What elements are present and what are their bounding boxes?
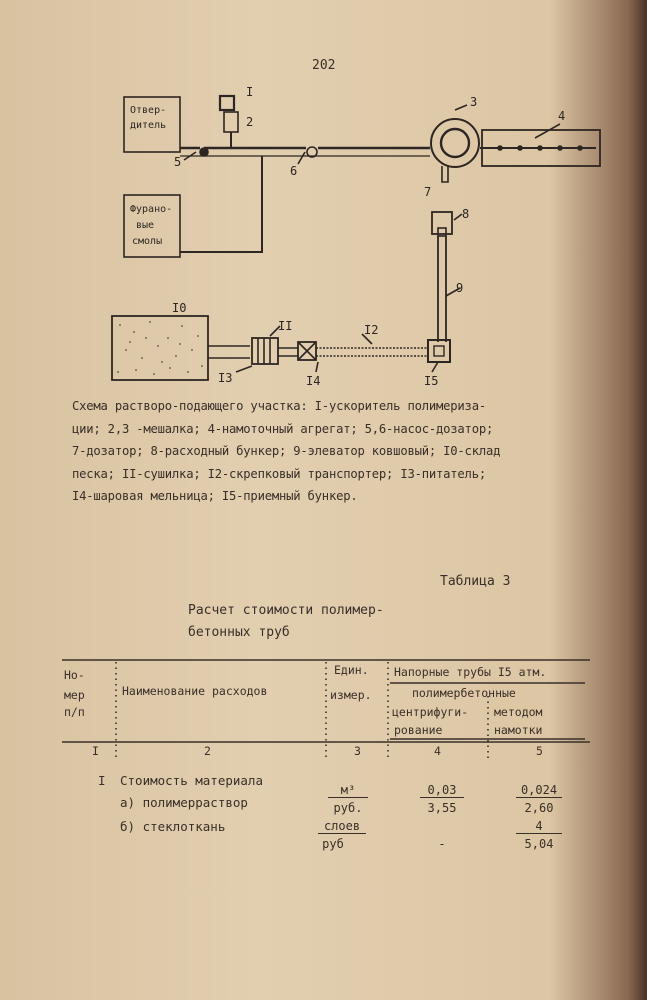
header-unit-2: измер. (330, 688, 372, 702)
resin-label-3: смолы (132, 236, 162, 247)
dryer-11 (251, 337, 279, 365)
hardener-box (123, 96, 181, 153)
sand-texture (117, 321, 203, 375)
resin-box (123, 194, 181, 258)
col-number-4: 4 (434, 744, 441, 758)
accelerator-1 (218, 94, 236, 112)
label-1: I (246, 85, 253, 99)
label-4: 4 (558, 109, 565, 123)
header-name: Наименование расходов (122, 684, 268, 698)
label-8: 8 (462, 207, 469, 221)
caption-line: песка; II-сушилка; I2-скрепковый транспо… (72, 466, 486, 481)
label-3: 3 (470, 95, 477, 109)
b-winding-bottom: 5,04 (524, 837, 554, 851)
pump-5 (199, 147, 209, 157)
col-number-1: I (92, 744, 99, 758)
label-11: II (278, 319, 292, 333)
header-winding-2: намотки (494, 723, 543, 737)
header-centrifuge-1: центрифуги- (392, 705, 469, 719)
row-sub-b: б) стеклоткань (120, 819, 226, 834)
label-14: I4 (306, 374, 320, 388)
pump-6 (306, 146, 318, 158)
unit-a-top: м³ (328, 783, 368, 798)
mixer-3 (430, 118, 480, 168)
header-num-3: п/п (64, 705, 85, 719)
header-num-2: мер (64, 688, 85, 702)
label-13: I3 (218, 371, 232, 385)
hardener-label-1: Отвер- (130, 105, 166, 116)
row-sub-a: а) полимерраствор (120, 795, 248, 810)
header-pipes: Напорные трубы I5 атм. (394, 665, 547, 679)
label-15: I5 (424, 374, 438, 388)
resin-label-2: вые (136, 220, 154, 231)
label-5: 5 (174, 155, 181, 169)
col-number-5: 5 (536, 744, 543, 758)
table-title-line: Расчет стоимости полимер- (188, 603, 384, 618)
process-diagram: Отвер- дитель Фурано- вые смолы I 2 3 4 … (111, 85, 601, 388)
label-10: I0 (172, 301, 186, 315)
caption-line: ции; 2,3 -мешалка; 4-намоточный агрегат;… (72, 421, 494, 436)
caption-line: I4-шаровая мельница; I5-приемный бункер. (72, 489, 358, 503)
sand-warehouse-10 (111, 315, 209, 381)
b-winding-top: 4 (516, 819, 562, 834)
table-title-line: бетонных труб (188, 625, 290, 640)
label-12: I2 (364, 323, 378, 337)
a-winding-bottom: 2,60 (524, 801, 554, 815)
a-winding-top: 0,024 (516, 783, 562, 798)
resin-label-1: Фурано- (130, 204, 172, 215)
b-centrifuge: - (438, 837, 446, 851)
unit-b-top: слоев (318, 819, 366, 834)
a-centrifuge-top: 0,03 (420, 783, 464, 798)
unit-a-bottom: руб. (333, 801, 363, 815)
page-number: 202 (312, 58, 336, 73)
a-centrifuge-bottom: 3,55 (427, 801, 457, 815)
col-number-3: 3 (354, 744, 361, 758)
header-unit-1: Един. (334, 663, 369, 677)
caption-line: 7-дозатор; 8-расходный бункер; 9-элевато… (72, 444, 501, 458)
row-item-title: Стоимость материала (120, 773, 263, 788)
conveyor-12 (316, 347, 428, 357)
hardener-label-2: дитель (130, 120, 166, 131)
row-item-num: I (98, 773, 106, 788)
label-9: 9 (456, 281, 463, 295)
header-polymer: полимербетонные (412, 686, 516, 700)
unit-b-bottom: руб (322, 837, 344, 851)
receiving-bunker-15 (427, 339, 451, 363)
label-2: 2 (246, 115, 253, 129)
bunker-8 (431, 211, 453, 235)
ball-mill-14 (297, 341, 317, 361)
col-number-2: 2 (204, 744, 211, 758)
header-centrifuge-2: рование (394, 723, 443, 737)
label-6: 6 (290, 164, 297, 178)
label-7: 7 (424, 185, 431, 199)
table-label: Таблица 3 (440, 574, 511, 589)
caption-line: Схема растворо-подающего участка: I-уско… (72, 399, 486, 413)
header-winding-1: методом (494, 705, 543, 719)
elevator-9 (437, 236, 447, 342)
header-num-1: Но- (64, 668, 85, 682)
diagram-caption: Схема растворо-подающего участка: I-уско… (72, 395, 612, 508)
table-title: Расчет стоимости полимер- бетонных труб (188, 600, 384, 644)
